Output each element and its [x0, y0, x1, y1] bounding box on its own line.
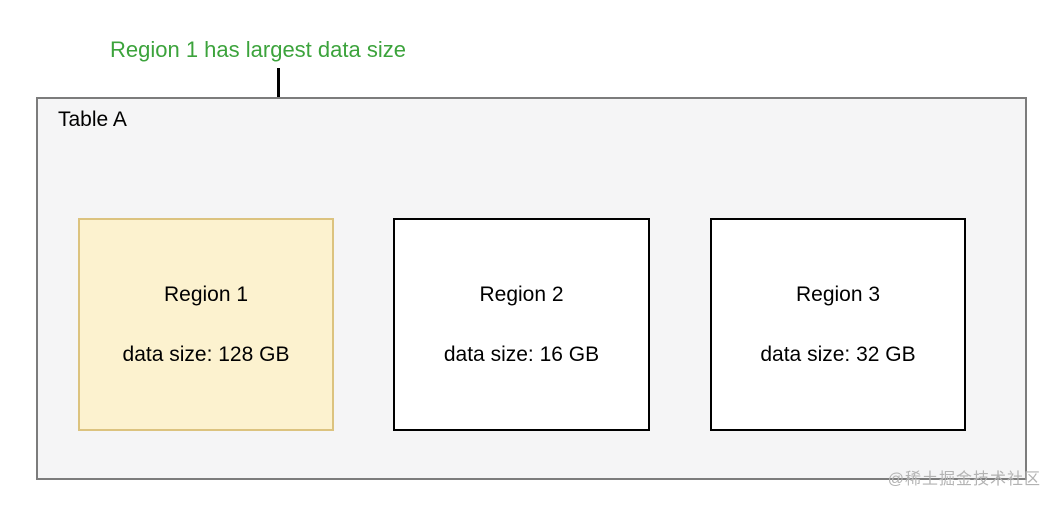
watermark-text: @稀土掘金技术社区 [887, 471, 1041, 488]
annotation-text: Region 1 has largest data size [110, 37, 406, 62]
region-2-name: Region 2 [479, 282, 564, 306]
region-1-box: Region 1 data size: 128 GB [78, 218, 334, 431]
region-1-data-size: data size: 128 GB [122, 342, 290, 366]
region-3-data-size: data size: 32 GB [760, 342, 916, 366]
region-2-data-size: data size: 16 GB [443, 342, 600, 366]
region-3-name: Region 3 [795, 282, 881, 306]
region-3-box: Region 3 data size: 32 GB [710, 218, 966, 431]
region-2-box: Region 2 data size: 16 GB [393, 218, 650, 431]
table-label: Table A [58, 108, 127, 131]
region-1-name: Region 1 [163, 282, 249, 306]
